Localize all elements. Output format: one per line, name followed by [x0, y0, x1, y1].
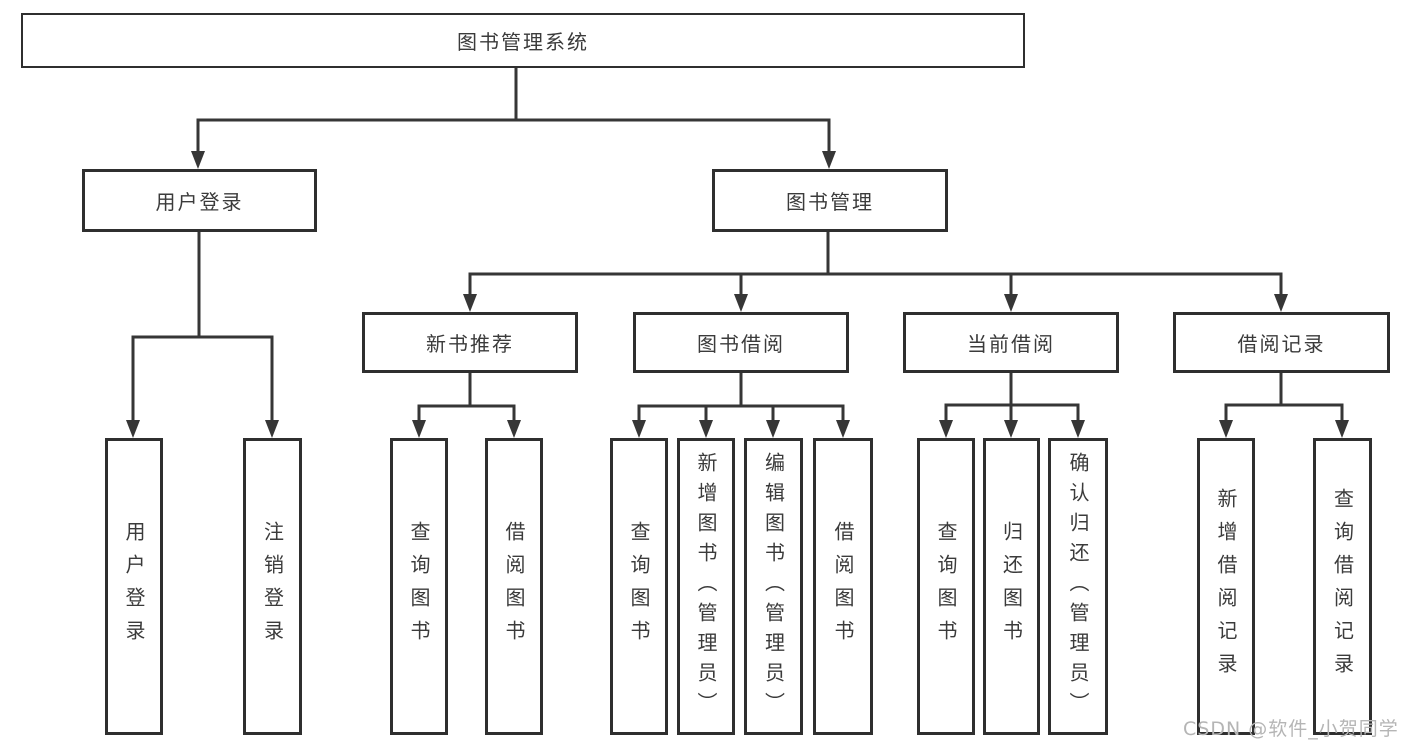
leaf-add-books-admin: 新增图书（管理员） — [677, 438, 735, 735]
node-label: 图书管理系统 — [457, 30, 589, 54]
node-label: 借阅图书 — [502, 520, 526, 653]
node-label: 当前借阅 — [967, 332, 1055, 356]
leaf-logout: 注销登录 — [243, 438, 302, 735]
leaf-query-books-current: 查询图书 — [917, 438, 975, 735]
leaf-borrow-books-recommend: 借阅图书 — [485, 438, 543, 735]
leaf-query-books-borrowing: 查询图书 — [610, 438, 668, 735]
node-label: 查询图书 — [627, 520, 651, 653]
arrowheads — [126, 151, 1349, 438]
csdn-watermark: CSDN @软件_小贺同学 — [1183, 718, 1399, 740]
node-book-management-branch: 图书管理 — [712, 169, 948, 232]
leaf-borrow-books-borrowing: 借阅图书 — [813, 438, 873, 735]
node-book-borrowing: 图书借阅 — [633, 312, 849, 373]
leaf-user-login: 用户登录 — [105, 438, 163, 735]
connector-new-book-to-leaves — [417, 371, 516, 424]
node-label: 借阅记录 — [1237, 332, 1326, 356]
leaf-edit-books-admin: 编辑图书（管理员） — [744, 438, 803, 735]
leaf-confirm-return-admin: 确认归还（管理员） — [1048, 438, 1108, 735]
leaf-query-books-recommend: 查询图书 — [390, 438, 448, 735]
node-label: 新增图书（管理员） — [694, 451, 718, 722]
node-current-borrowing: 当前借阅 — [903, 312, 1119, 373]
node-library-management-system: 图书管理系统 — [21, 13, 1025, 68]
node-label: 新书推荐 — [426, 332, 514, 356]
node-label: 查询图书 — [407, 520, 431, 653]
connector-borrowing-records-to-leaves — [1224, 371, 1344, 424]
node-new-book-recommendation: 新书推荐 — [362, 312, 578, 373]
node-label: 注销登录 — [260, 520, 285, 653]
node-label: 图书管理 — [786, 190, 874, 214]
leaf-add-borrow-record: 新增借阅记录 — [1197, 438, 1255, 735]
connector-current-borrowing-to-leaves — [944, 371, 1080, 424]
connector-book-management-to-level3 — [468, 230, 1283, 298]
node-label: 借阅图书 — [831, 520, 855, 653]
leaf-return-books: 归还图书 — [983, 438, 1040, 735]
node-borrowing-records: 借阅记录 — [1173, 312, 1390, 373]
connector-user-login-to-leaves — [131, 230, 274, 424]
node-label: 确认归还（管理员） — [1066, 451, 1090, 722]
node-user-login-branch: 用户登录 — [82, 169, 317, 232]
leaf-query-borrow-record: 查询借阅记录 — [1313, 438, 1372, 735]
node-label: 图书借阅 — [697, 332, 785, 356]
connector-root-to-level2 — [196, 66, 831, 154]
node-label: 用户登录 — [122, 520, 146, 653]
connector-book-borrowing-to-leaves — [637, 371, 845, 424]
node-label: 查询借阅记录 — [1330, 487, 1355, 686]
node-label: 归还图书 — [999, 520, 1024, 653]
node-label: 编辑图书（管理员） — [761, 451, 786, 722]
node-label: 新增借阅记录 — [1214, 487, 1238, 686]
node-label: 用户登录 — [155, 190, 244, 214]
node-label: 查询图书 — [934, 520, 958, 653]
